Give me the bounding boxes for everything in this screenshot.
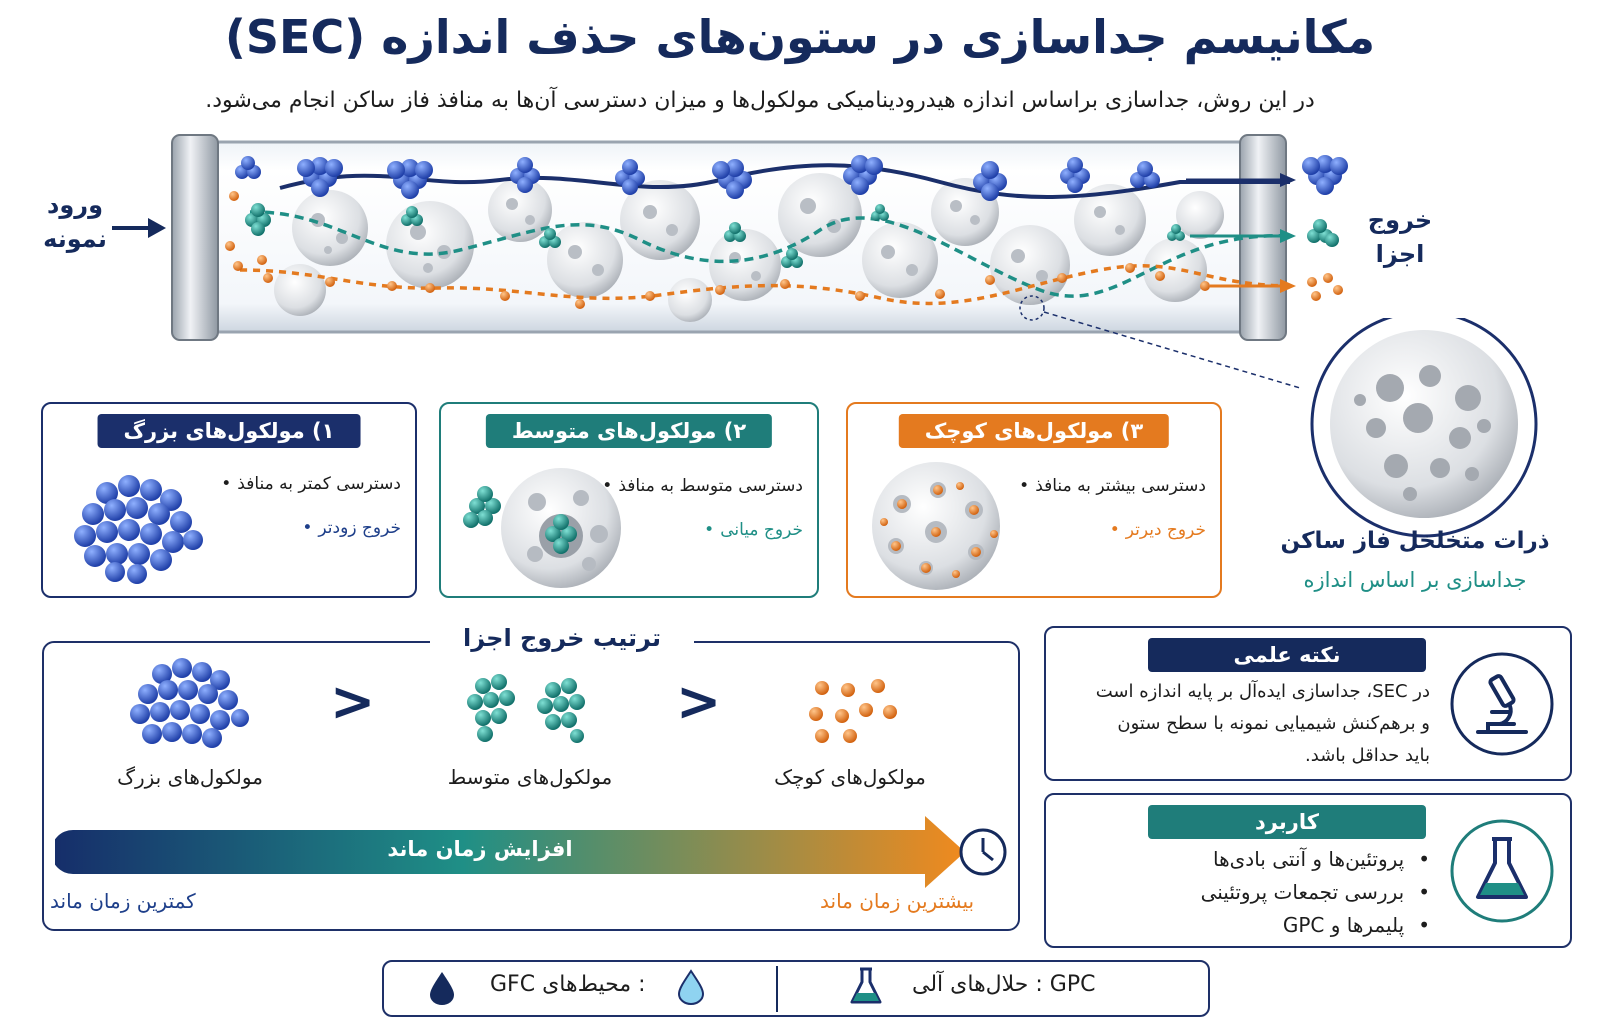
page-title: مکانیسم جداسازی در ستون‌های حذف اندازه (… [224,10,1376,64]
application-panel: کاربرد پروتئین‌ها و آنتی بادی‌ها بررسی ت… [1044,793,1572,948]
application-tag: کاربرد [1148,805,1426,839]
retention-time-arrow [55,816,1007,888]
order-small-molecule-icon [809,679,897,743]
greater-than-2: > [676,670,722,733]
scientific-note-text: در SEC، جداسازی ایده‌آل بر پایه اندازه ا… [1095,681,1430,766]
card-medium-bullet-1: دسترسی متوسط به منافذ [602,476,803,496]
application-list: پروتئین‌ها و آنتی بادی‌ها بررسی تجمعات پ… [1130,843,1430,942]
large-molecule-icon [74,475,203,584]
particle-label: ذرات متخلخل فاز ساکن [1280,528,1550,554]
footer-gpc: GPC : حلال‌های آلی [912,972,1096,997]
order-large-label: مولکول‌های بزرگ [117,765,263,789]
card-medium-bullet-2: خروج میانی [704,520,803,540]
porous-particle-zoom [1310,318,1538,538]
clock-icon [959,828,1007,876]
microscope-icon [1450,652,1554,756]
flask-icon [1450,819,1554,923]
card-small-tag: ۳) مولکول‌های کوچک [898,414,1170,448]
card-medium-molecules: ۲) مولکول‌های متوسط دسترسی متوسط به مناف… [439,402,819,598]
flask-small-icon [850,967,882,1004]
greater-than-1: > [330,670,376,733]
list-item: بررسی تجمعات پروتئینی [1130,876,1430,909]
card-large-bullet-1: دسترسی کمتر به منافذ [221,474,401,494]
elution-order-title: ترتیب خروج اجزا [430,624,694,652]
water-drop-outline-icon [677,969,705,1005]
card-large-molecules: ۱) مولکول‌های بزرگ دسترسی کمتر به منافذ … [41,402,417,598]
footer-legend [382,960,1210,1017]
small-molecule-in-pore-icon [872,462,1000,590]
order-small-label: مولکول‌های کوچک [774,765,926,789]
card-large-bullet-2: خروج زودتر [302,518,401,538]
card-small-bullet-2: خروج دیرتر [1110,520,1206,540]
water-drop-icon [430,972,454,1005]
outlet-label: خروج اجزا [1367,206,1433,268]
scientific-note-panel: نکته علمی در SEC، جداسازی ایده‌آل بر پای… [1044,626,1572,781]
particle-sublabel: جداسازی بر اساس اندازه [1303,568,1527,592]
order-medium-molecule-icon [467,674,585,743]
page-subtitle: در این روش، جداسازی براساس اندازه هیدرود… [205,88,1315,113]
footer-divider [776,966,778,1012]
retention-arrow-text: افزایش زمان ماند [387,837,573,861]
list-item: پلیمرها و GPC [1130,909,1430,942]
order-medium-label: مولکول‌های متوسط [447,765,613,789]
order-large-molecule-icon [130,658,249,748]
card-small-molecules: ۳) مولکول‌های کوچک دسترسی بیشتر به منافذ… [846,402,1222,598]
card-small-bullet-1: دسترسی بیشتر به منافذ [1019,476,1206,496]
sec-column-diagram [112,134,1348,389]
card-medium-tag: ۲) مولکول‌های متوسط [485,414,773,448]
min-retention-label: کمترین زمان ماند [50,889,196,913]
inlet-label: ورود نمونه [43,191,107,253]
footer-gfc: : محیط‌های GFC [490,972,646,997]
scientific-note-tag: نکته علمی [1148,638,1426,672]
medium-molecule-in-pore-icon [463,468,621,588]
card-large-tag: ۱) مولکول‌های بزرگ [97,414,361,448]
list-item: پروتئین‌ها و آنتی بادی‌ها [1130,843,1430,876]
arrow-right-icon [148,218,166,238]
max-retention-label: بیشترین زمان ماند [820,889,975,913]
